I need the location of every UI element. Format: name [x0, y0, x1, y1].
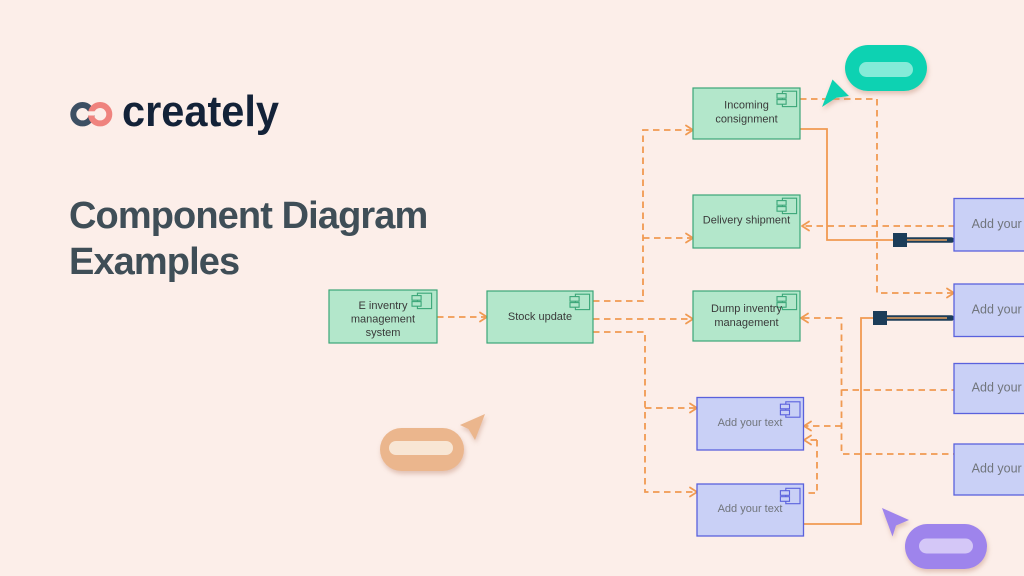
svg-text:Dump inventry: Dump inventry — [711, 303, 782, 315]
svg-text:creately: creately — [122, 92, 279, 136]
svg-text:Add your text: Add your text — [972, 303, 1024, 317]
svg-text:management: management — [714, 317, 778, 329]
svg-text:Add your text: Add your text — [972, 462, 1024, 476]
svg-text:Add your text: Add your text — [972, 217, 1024, 231]
svg-text:E inventry: E inventry — [359, 300, 408, 312]
svg-text:Add your text: Add your text — [718, 417, 783, 429]
svg-text:Incoming: Incoming — [724, 100, 769, 112]
svg-text:Stock update: Stock update — [508, 311, 572, 323]
svg-text:system: system — [366, 327, 401, 339]
svg-text:Delivery shipment: Delivery shipment — [703, 215, 790, 227]
svg-text:Add your text: Add your text — [718, 503, 783, 515]
svg-text:Add your text: Add your text — [972, 381, 1024, 395]
svg-text:consignment: consignment — [715, 114, 777, 126]
svg-text:management: management — [351, 314, 415, 326]
